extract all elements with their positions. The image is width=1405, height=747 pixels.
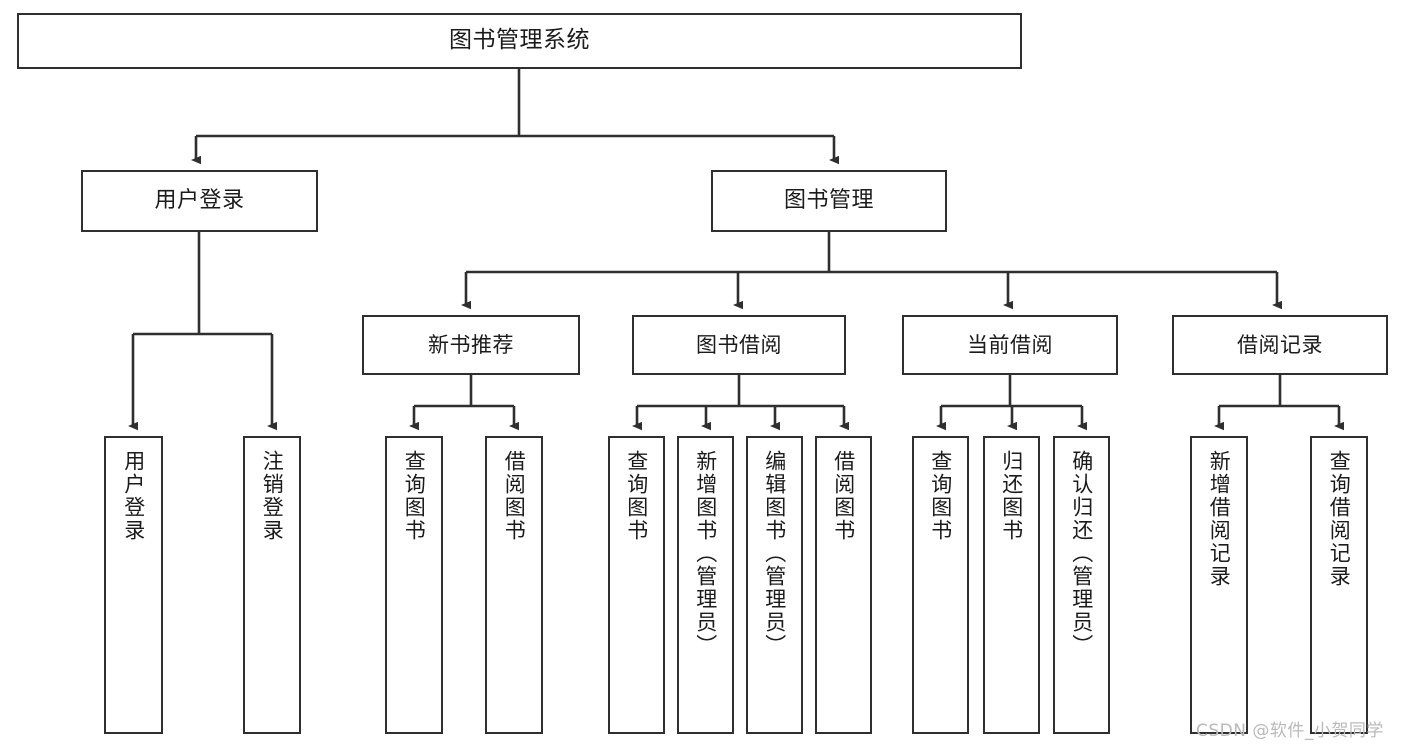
- leaf-query-book-recommend[interactable]: 查询图书: [385, 436, 443, 734]
- leaf-return-book[interactable]: 归还图书: [983, 436, 1040, 734]
- leaf-user-login[interactable]: 用户登录: [104, 436, 163, 734]
- node-current-borrow-label: 当前借阅: [967, 332, 1053, 357]
- leaf-edit-book-admin[interactable]: 编辑图书（管理员）: [746, 436, 803, 734]
- node-new-book-recommend-label: 新书推荐: [428, 332, 514, 357]
- leaf-borrow-book-label: 借阅图书: [831, 450, 856, 542]
- node-book-management[interactable]: 图书管理: [711, 170, 947, 232]
- node-user-login-label: 用户登录: [154, 188, 245, 214]
- leaf-add-borrow-record-label: 新增借阅记录: [1207, 450, 1232, 588]
- leaf-confirm-return-admin[interactable]: 确认归还（管理员）: [1053, 436, 1110, 734]
- node-book-borrow[interactable]: 图书借阅: [632, 315, 846, 375]
- leaf-logout-label: 注销登录: [260, 450, 285, 542]
- node-user-login[interactable]: 用户登录: [81, 170, 318, 232]
- leaf-return-book-label: 归还图书: [999, 450, 1024, 542]
- node-book-management-label: 图书管理: [783, 188, 874, 214]
- node-new-book-recommend[interactable]: 新书推荐: [362, 315, 580, 375]
- leaf-user-login-label: 用户登录: [121, 450, 146, 542]
- leaf-logout[interactable]: 注销登录: [243, 436, 301, 734]
- leaf-borrow-book-recommend[interactable]: 借阅图书: [485, 436, 543, 734]
- leaf-query-book-current-label: 查询图书: [928, 450, 953, 542]
- leaf-add-book-admin-label: 新增图书（管理员）: [693, 450, 718, 657]
- node-book-borrow-label: 图书借阅: [696, 332, 782, 357]
- csdn-watermark: CSDN @软件_小贺同学: [1196, 721, 1384, 741]
- leaf-borrow-book-recommend-label: 借阅图书: [502, 450, 527, 542]
- node-borrow-records-label: 借阅记录: [1237, 332, 1323, 357]
- leaf-query-book-borrow-label: 查询图书: [624, 450, 649, 542]
- leaf-borrow-book[interactable]: 借阅图书: [815, 436, 872, 734]
- node-root-label: 图书管理系统: [449, 27, 590, 54]
- node-current-borrow[interactable]: 当前借阅: [902, 315, 1118, 375]
- leaf-query-borrow-record-label: 查询借阅记录: [1327, 450, 1352, 588]
- leaf-query-book-borrow[interactable]: 查询图书: [608, 436, 665, 734]
- leaf-add-borrow-record[interactable]: 新增借阅记录: [1190, 436, 1248, 734]
- node-root[interactable]: 图书管理系统: [17, 13, 1022, 69]
- leaf-confirm-return-admin-label: 确认归还（管理员）: [1069, 450, 1094, 657]
- leaf-add-book-admin[interactable]: 新增图书（管理员）: [677, 436, 734, 734]
- leaf-query-book-recommend-label: 查询图书: [402, 450, 427, 542]
- leaf-query-borrow-record[interactable]: 查询借阅记录: [1310, 436, 1368, 734]
- node-borrow-records[interactable]: 借阅记录: [1172, 315, 1388, 375]
- leaf-query-book-current[interactable]: 查询图书: [912, 436, 969, 734]
- leaf-edit-book-admin-label: 编辑图书（管理员）: [762, 450, 787, 657]
